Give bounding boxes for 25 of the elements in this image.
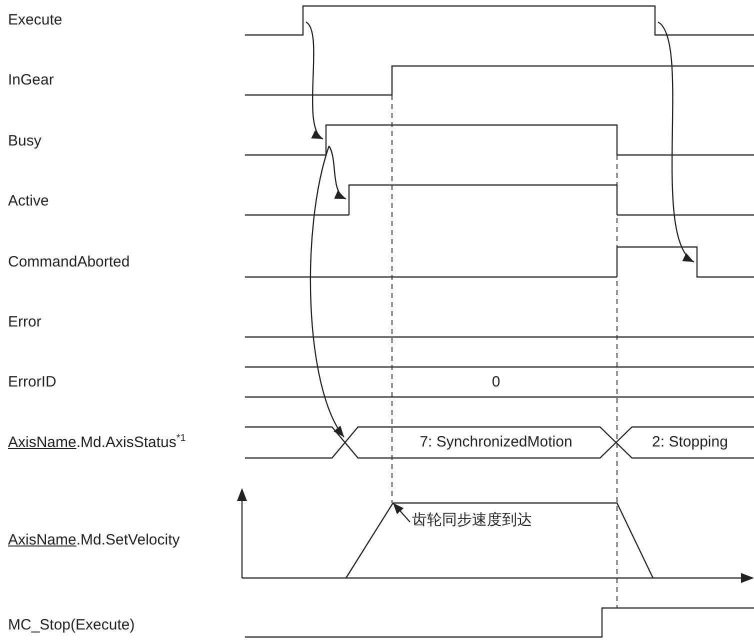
signal-name: ErrorID (8, 374, 56, 390)
signal-waveform (245, 5, 754, 36)
signal-waveform (245, 124, 618, 156)
signal-name: MC_Stop(Execute) (8, 618, 135, 632)
arrow (392, 502, 410, 522)
velocity-ramp (346, 502, 394, 578)
annotation-text: 齿轮同步速度到达 (412, 512, 532, 528)
state-value: 7: SynchronizedMotion (420, 434, 572, 450)
arrow (328, 146, 346, 200)
arrow (658, 22, 694, 262)
signal-name: CommandAborted (8, 254, 130, 270)
signal-name: Busy (8, 134, 42, 148)
arrow (306, 22, 324, 140)
signal-name: AxisName.Md.AxisStatus$^{*1}$ (8, 434, 186, 450)
arrow (310, 146, 344, 438)
signal-waveform (348, 184, 618, 215)
signal-name: Execute (8, 12, 62, 28)
signal-name: AxisName.Md.SetVelocity (8, 532, 180, 548)
signal-name: Active (8, 194, 49, 208)
signal-name: Error (8, 314, 42, 330)
state-value: 2: Stopping (652, 434, 728, 450)
signal-waveform (616, 246, 754, 278)
status-waveform (244, 426, 754, 459)
data-value: 0 (492, 374, 500, 390)
signal-name: InGear (8, 72, 54, 88)
